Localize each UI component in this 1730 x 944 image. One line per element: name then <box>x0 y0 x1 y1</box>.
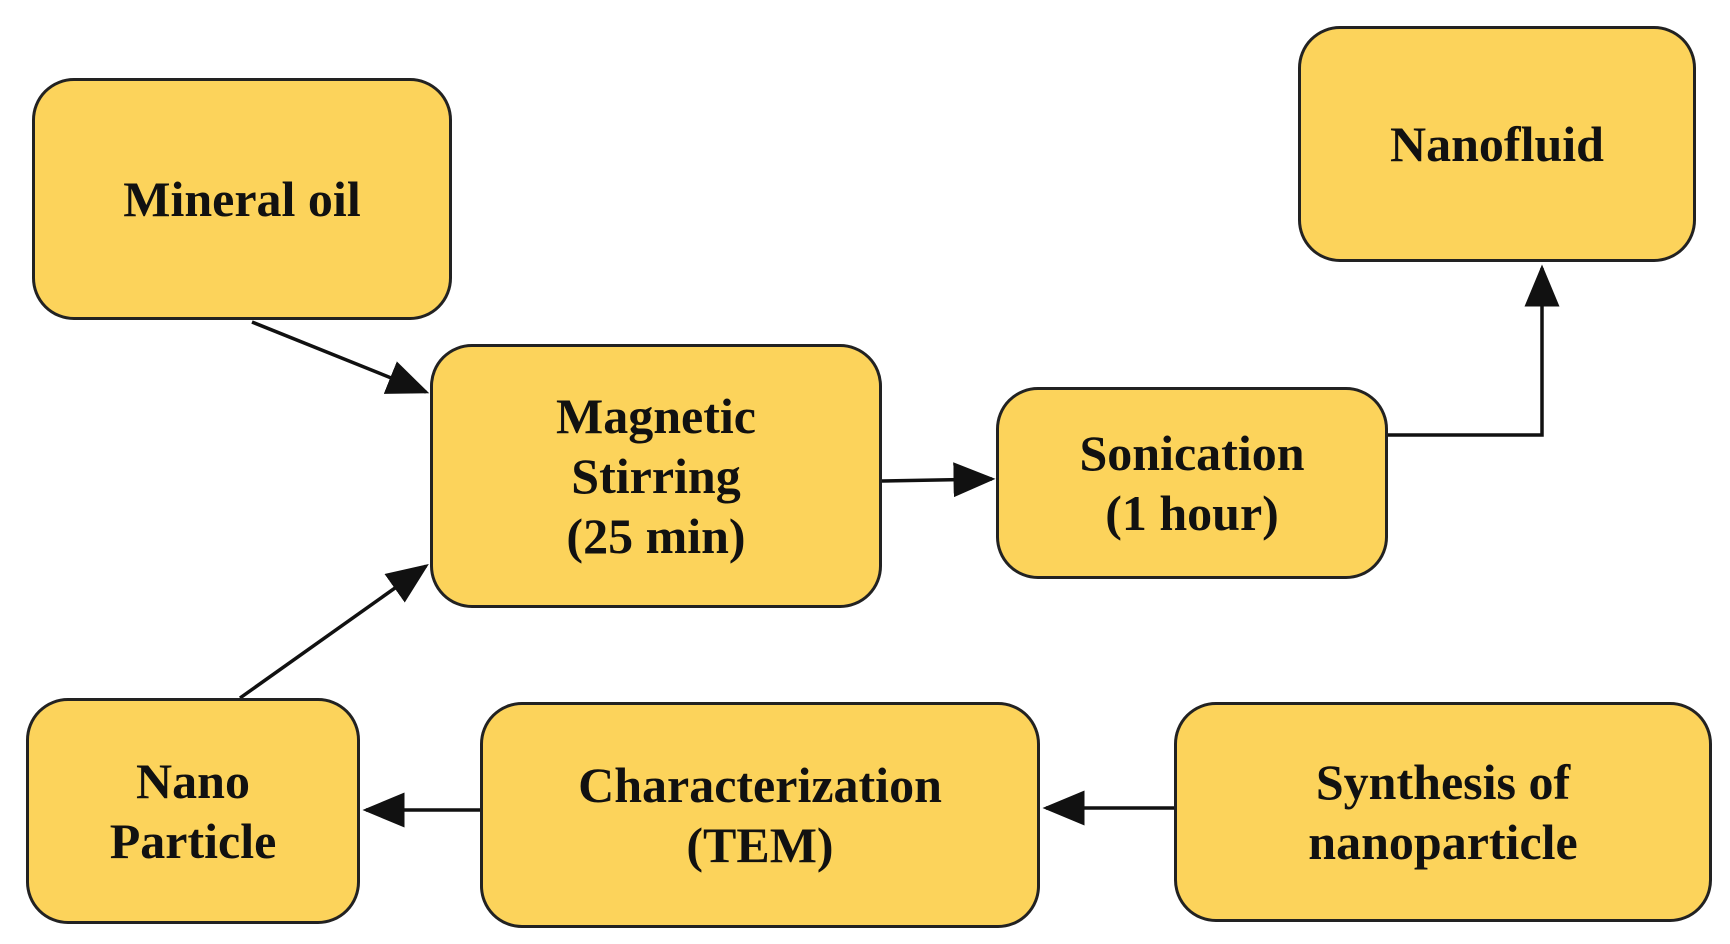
node-label-line: Stirring <box>571 448 741 504</box>
node-label-line: nanoparticle <box>1308 814 1578 870</box>
node-label: Nanofluid <box>1390 114 1604 174</box>
node-label: Characterization (TEM) <box>578 755 942 875</box>
node-label: Nano Particle <box>110 751 277 871</box>
node-label-line: (TEM) <box>686 817 834 873</box>
node-mineral-oil: Mineral oil <box>32 78 452 320</box>
node-label: Synthesis of nanoparticle <box>1308 752 1577 872</box>
node-label-line: (25 min) <box>566 508 746 564</box>
node-magnetic-stirring: Magnetic Stirring (25 min) <box>430 344 882 608</box>
node-label: Magnetic Stirring (25 min) <box>556 386 756 566</box>
edge-nanoparticle-to-magnetic <box>238 563 429 700</box>
node-synthesis: Synthesis of nanoparticle <box>1174 702 1712 922</box>
node-sonication: Sonication (1 hour) <box>996 387 1388 579</box>
node-label: Sonication (1 hour) <box>1079 423 1304 543</box>
node-label-line: Characterization <box>578 757 942 813</box>
edge-sonication-to-nanofluid <box>1388 264 1560 437</box>
node-label-line: Synthesis of <box>1315 754 1571 810</box>
edge-mineral-to-magnetic <box>251 320 430 394</box>
node-label: Mineral oil <box>123 169 360 229</box>
node-label-line: Mineral oil <box>123 171 361 227</box>
node-label-line: Nanofluid <box>1390 116 1604 172</box>
edge-magnetic-to-sonication <box>881 462 996 498</box>
node-label-line: (1 hour) <box>1105 485 1279 541</box>
node-label-line: Nano <box>136 753 250 809</box>
node-nano-particle: Nano Particle <box>26 698 360 924</box>
node-characterization: Characterization (TEM) <box>480 702 1040 928</box>
node-label-line: Particle <box>109 813 277 869</box>
node-label-line: Magnetic <box>556 388 756 444</box>
node-label-line: Sonication <box>1079 425 1305 481</box>
node-nanofluid: Nanofluid <box>1298 26 1696 262</box>
